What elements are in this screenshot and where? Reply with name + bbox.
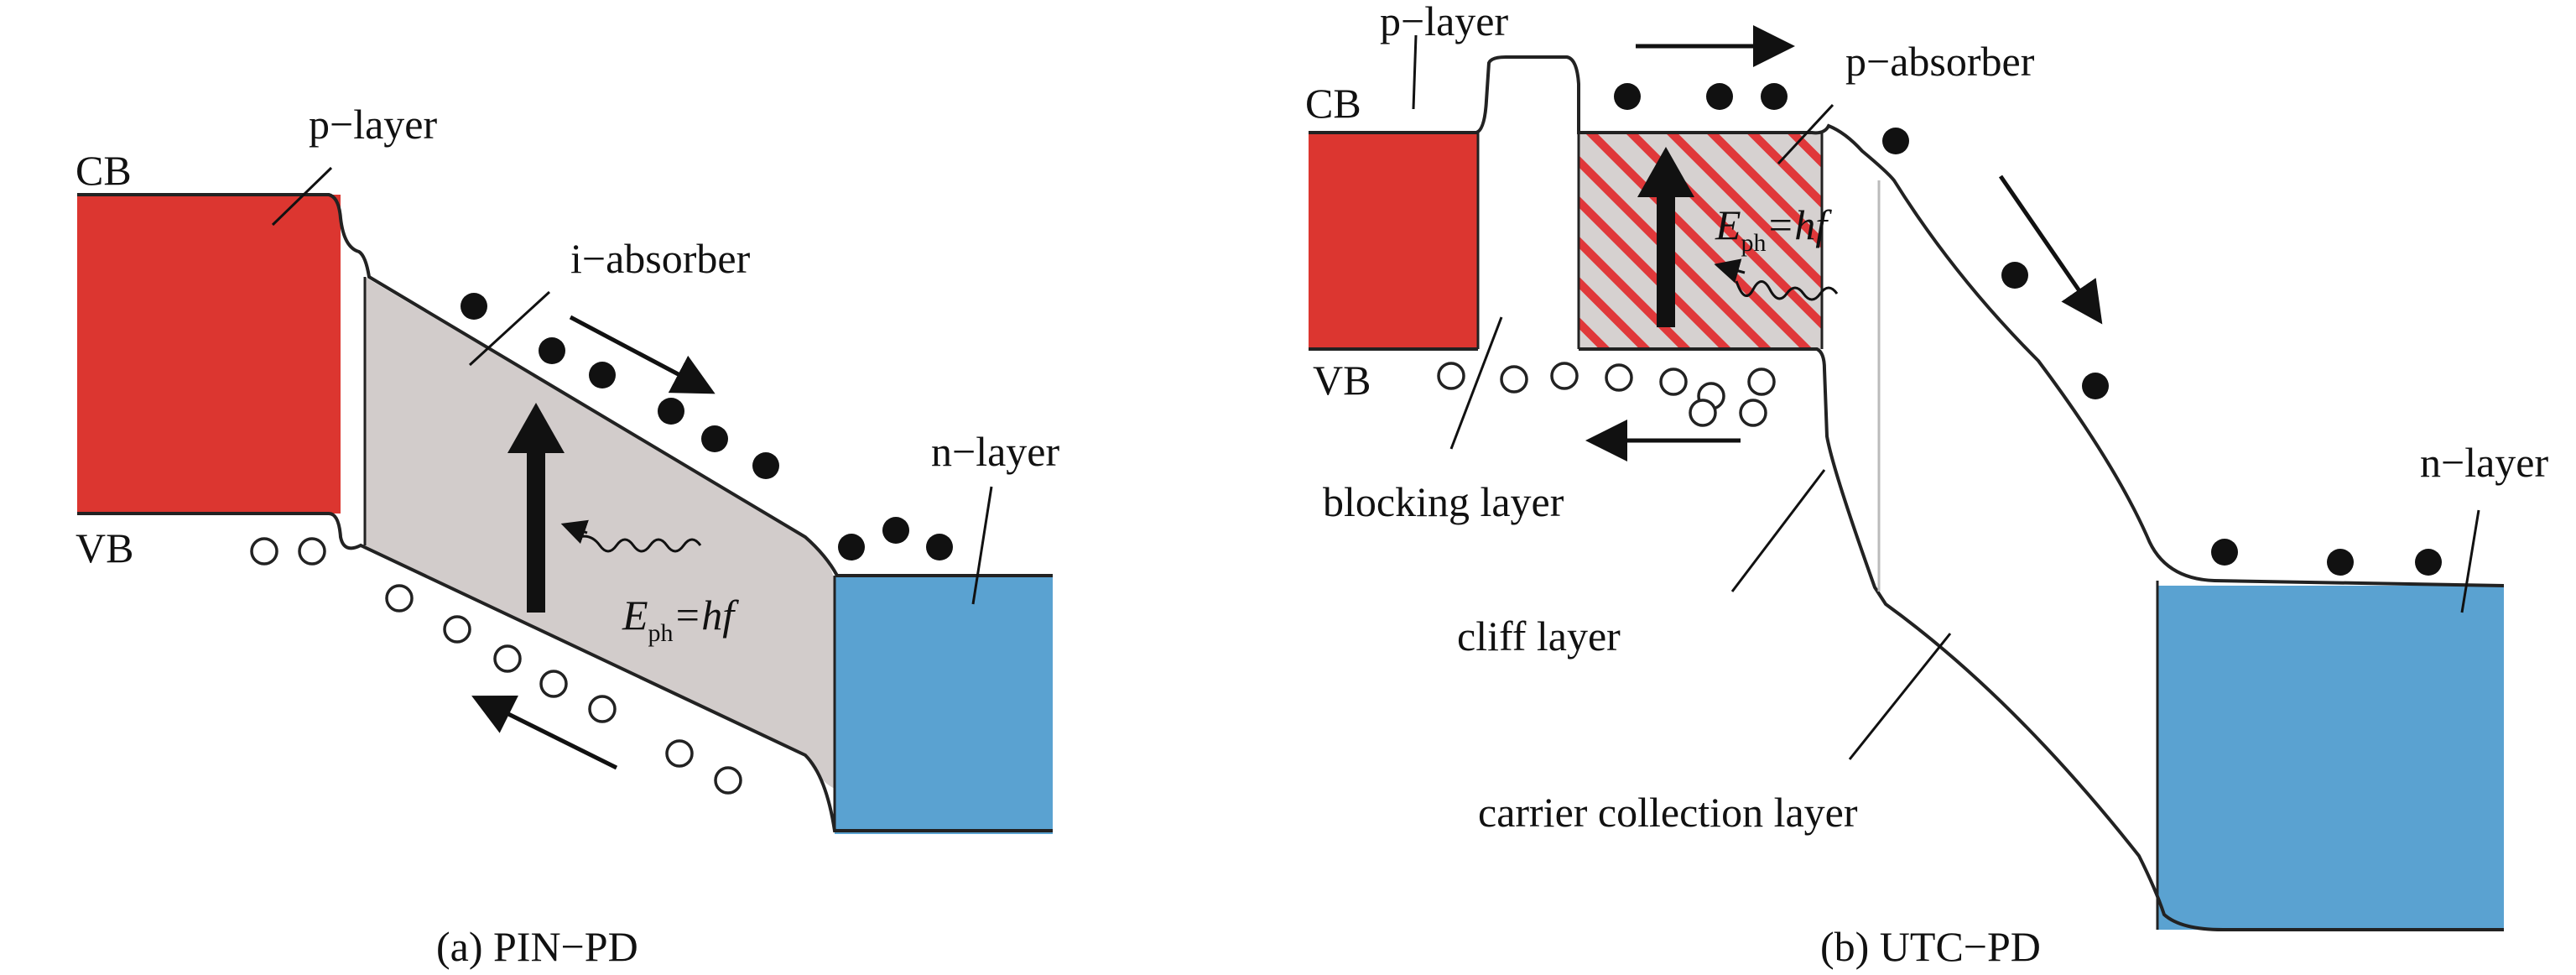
cb-label-b: CB: [1305, 80, 1361, 127]
p-layer-label-a: p−layer: [309, 101, 437, 148]
photon-energy-label-b: Eph=hf: [1715, 201, 1832, 257]
carrier-collection-layer-label: carrier collection layer: [1478, 789, 1858, 836]
caption-b: (b) UTC−PD: [1820, 923, 2041, 970]
electrons-a: [461, 293, 953, 560]
n-region-b: [2157, 586, 2504, 930]
electrons-b: [1614, 83, 2442, 576]
n-layer-label-a: n−layer: [931, 428, 1059, 475]
photon-wave-a: [578, 534, 702, 553]
p-absorber-region: [1579, 133, 1822, 349]
electron-drift-arrow-a: [569, 315, 716, 394]
p-region-a: [77, 195, 341, 514]
vb-label-b: VB: [1313, 357, 1371, 404]
cb-label-a: CB: [75, 147, 132, 194]
n-layer-label-b: n−layer: [2420, 439, 2548, 486]
conduction-band-b: [1309, 55, 2505, 587]
blocking-layer-label: blocking layer: [1323, 478, 1564, 525]
photon-energy-label-a: Eph=hf: [622, 592, 739, 647]
hole-drift-arrow-a: [471, 695, 618, 770]
p-absorber-label: p−absorber: [1845, 38, 2035, 85]
holes-b: [1437, 362, 1776, 427]
valence-band-a: [77, 512, 1053, 832]
electron-diffusion-arrow-b: [1998, 175, 2103, 325]
caption-a: (a) PIN−PD: [436, 923, 638, 970]
holes-a: [250, 537, 742, 795]
panel-a-pin-pd: CB VB p−layer i−absorber n−layer Eph=hf …: [75, 101, 1059, 970]
n-region-a: [835, 576, 1053, 834]
photon-wave-b: [1735, 280, 1839, 301]
panel-b-utc-pd: CB VB p−layer p−absorber n−layer blockin…: [1305, 0, 2548, 970]
i-absorber-region: [365, 277, 835, 789]
valence-band-b: [1309, 347, 2504, 931]
p-layer-label-b: p−layer: [1380, 0, 1508, 44]
cliff-layer-label: cliff layer: [1457, 613, 1621, 660]
i-absorber-label: i−absorber: [570, 235, 751, 282]
vb-label-a: VB: [75, 524, 133, 571]
conduction-band-a: [77, 193, 1053, 577]
p-region-b: [1309, 133, 1478, 349]
